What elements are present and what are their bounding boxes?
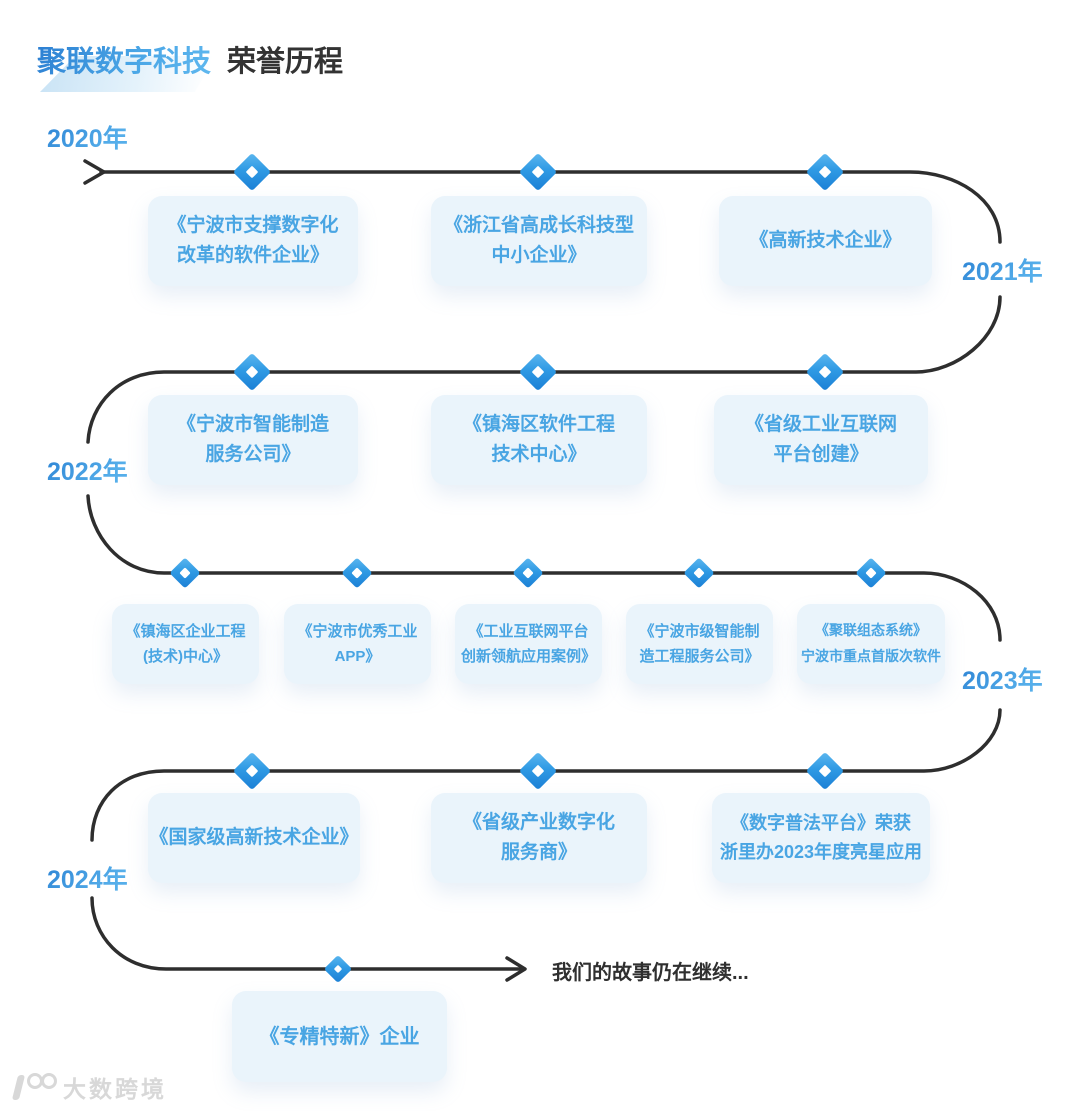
honor-card-line: 《专精特新》企业: [259, 1025, 420, 1048]
honor-card-line: 中小企业》: [491, 245, 587, 266]
ending-text: 我们的故事仍在继续...: [552, 962, 749, 984]
honor-card: 《省级产业数字化 服务商》: [431, 793, 647, 883]
timeline-segment-2022-2023: [86, 494, 1002, 642]
honor-card: 《数字普法平台》荣获 浙里办2023年度亮星应用: [712, 793, 930, 883]
honor-card-line: 《镇海区企业工程: [125, 622, 246, 640]
timeline-segment-2024-end: [90, 896, 523, 971]
honor-card-line: 《宁波市优秀工业: [297, 622, 418, 640]
title-swoosh-decoration: [40, 56, 216, 92]
year-label-2022: 2022年: [47, 452, 128, 488]
honor-card-line: 《宁波市支撑数字化: [167, 214, 339, 236]
honor-card-line: 宁波市重点首版次软件: [801, 648, 941, 664]
honor-card: 《宁波市智能制造 服务公司》: [148, 395, 358, 485]
honor-card-line: 《宁波市级智能制: [639, 622, 760, 640]
section-title: 荣誉历程: [227, 46, 344, 78]
honor-card-line: 创新领航应用案例》: [460, 648, 596, 665]
honor-card-line: 《聚联组态系统》: [815, 622, 927, 639]
timeline-segment-2020-2021: [99, 170, 1002, 244]
honor-card-line: 《宁波市智能制造: [176, 413, 329, 435]
timeline-segment-2023-2024: [90, 708, 1002, 842]
honor-card: 《宁波市级智能制 造工程服务公司》: [626, 604, 773, 684]
honor-card: 《国家级高新技术企业》: [148, 793, 360, 883]
honor-card: 《专精特新》企业: [232, 991, 447, 1082]
honor-card-line: 《浙江省高成长科技型: [443, 214, 634, 236]
page-title: 聚联数字科技荣誉历程: [37, 38, 343, 80]
honor-card-line: (技术)中心》: [143, 648, 228, 665]
honor-card-line: 服务公司》: [205, 444, 301, 465]
honor-card-line: 技术中心》: [491, 444, 587, 465]
honor-card-line: 《国家级高新技术企业》: [149, 826, 359, 848]
honor-card: 《镇海区软件工程 技术中心》: [431, 395, 647, 485]
year-label-2021: 2021年: [962, 252, 1043, 288]
honor-card-line: 造工程服务公司》: [639, 648, 760, 665]
honor-card-line: 服务商》: [500, 842, 577, 863]
honor-card: 《宁波市优秀工业 APP》: [284, 604, 431, 684]
honor-card: 《镇海区企业工程 (技术)中心》: [112, 604, 259, 684]
honor-card-line: 《省级产业数字化: [462, 811, 615, 833]
honor-card-line: 《高新技术企业》: [749, 229, 902, 251]
arrow-head-icon: [505, 956, 527, 982]
honor-card: 《聚联组态系统》 宁波市重点首版次软件: [797, 604, 945, 684]
watermark: 大数跨境: [11, 1070, 167, 1104]
honor-card-line: 《工业互联网平台: [468, 622, 589, 640]
honor-card: 《工业互联网平台 创新领航应用案例》: [455, 604, 602, 684]
honor-card-line: 平台创建》: [773, 444, 869, 465]
brand-name: 聚联数字科技: [37, 46, 212, 78]
honor-card-line: 改革的软件企业》: [176, 245, 329, 266]
honor-card-line: 《省级工业互联网: [744, 413, 897, 435]
year-label-2023: 2023年: [962, 661, 1043, 697]
honor-card: 《高新技术企业》: [719, 196, 932, 286]
watermark-text: 大数跨境: [63, 1076, 167, 1102]
honor-card-line: APP》: [334, 648, 381, 665]
honor-card-line: 《镇海区软件工程: [462, 413, 615, 435]
year-label-2020: 2020年: [47, 119, 128, 155]
honor-card: 《省级工业互联网 平台创建》: [714, 395, 928, 485]
year-label-2024: 2024年: [47, 860, 128, 896]
honor-card: 《浙江省高成长科技型 中小企业》: [431, 196, 647, 286]
honor-card: 《宁波市支撑数字化 改革的软件企业》: [148, 196, 358, 286]
honor-card-line: 《数字普法平台》荣获: [731, 813, 911, 834]
watermark-100-logo-icon: [11, 1072, 57, 1102]
honor-card-line: 浙里办2023年度亮星应用: [719, 842, 923, 862]
